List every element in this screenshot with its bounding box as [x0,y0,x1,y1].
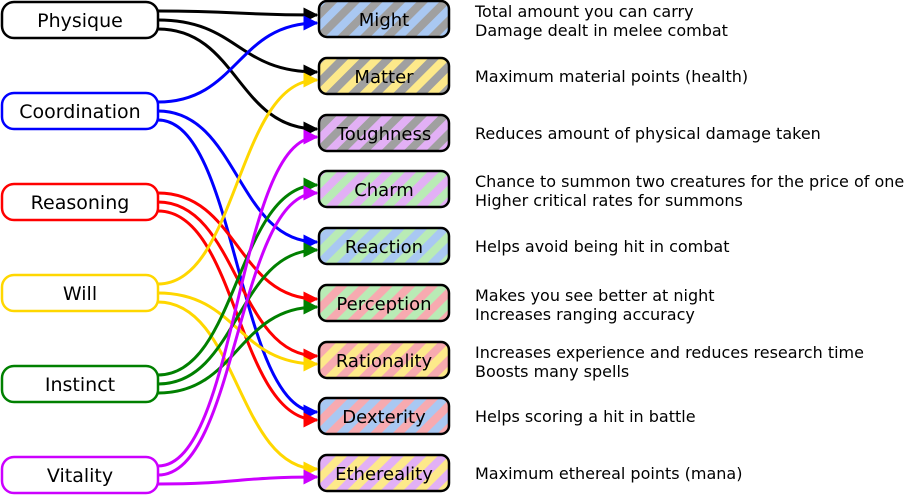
primary-node-vitality: Vitality [0,455,160,495]
primary-label: Instinct [45,374,115,396]
secondary-node-dexterity: Dexterity [317,396,451,436]
secondary-label: Charm [354,180,414,201]
primary-node-physique: Physique [0,0,160,40]
arrow-vitality-to-toughness [157,129,319,468]
secondary-node-might: Might [317,0,451,39]
secondary-node-toughness: Toughness [317,113,451,153]
primary-node-instinct: Instinct [0,364,160,404]
arrow-reasoning-to-perception [157,191,319,307]
primary-node-coordination: Coordination [0,91,160,131]
arrow-physique-to-might [157,7,319,23]
arrow-vitality-to-charm [157,185,319,477]
secondary-node-rationality: Rationality [317,340,451,380]
description-might-line-1: Total amount you can carry [474,2,694,21]
primary-node-reasoning: Reasoning [0,182,160,222]
secondary-node-perception: Perception [317,283,451,323]
secondary-node-reaction: Reaction [317,226,451,266]
secondary-node-ethereality: Ethereality [317,453,451,493]
description-might-line-2: Damage dealt in melee combat [475,21,728,40]
primary-label: Will [63,283,97,305]
secondary-attributes: MightMatterToughnessCharmReactionPercept… [317,0,451,493]
description-matter-line-1: Maximum material points (health) [475,67,748,86]
description-rationality-line-1: Increases experience and reduces researc… [475,343,864,362]
description-charm-line-1: Chance to summon two creatures for the p… [475,172,904,191]
description-perception-line-1: Makes you see better at night [475,286,715,305]
arrow-instinct-to-reaction [157,242,319,386]
connection-arrows [157,7,319,486]
arrow-physique-to-toughness [157,27,319,137]
secondary-label: Ethereality [335,464,433,485]
arrow-instinct-to-perception [157,299,319,395]
arrow-physique-to-matter [157,18,319,80]
primary-label: Reasoning [31,192,130,214]
description-toughness-line-1: Reduces amount of physical damage taken [475,124,821,143]
secondary-label: Perception [336,294,431,315]
secondary-label: Toughness [336,124,431,145]
arrow-coordination-to-might [157,15,319,104]
arrow-vitality-to-ethereality [157,469,319,486]
secondary-node-matter: Matter [317,56,451,96]
arrow-instinct-to-charm [157,177,319,377]
description-ethereality-line-1: Maximum ethereal points (mana) [475,464,742,483]
primary-label: Vitality [47,465,113,487]
description-dexterity-line-1: Helps scoring a hit in battle [475,407,696,426]
secondary-label: Reaction [345,237,423,258]
secondary-label: Might [359,10,409,31]
secondary-label: Matter [354,67,414,88]
primary-label: Physique [37,10,123,32]
primary-label: Coordination [19,101,140,123]
description-perception-line-2: Increases ranging accuracy [475,305,695,324]
arrow-will-to-ethereality [157,300,319,477]
arrow-will-to-matter [157,72,319,286]
description-charm-line-2: Higher critical rates for summons [475,191,743,210]
description-reaction-line-1: Helps avoid being hit in combat [475,237,730,256]
secondary-label: Rationality [336,351,433,372]
primary-node-will: Will [0,273,160,313]
description-rationality-line-2: Boosts many spells [475,362,629,381]
secondary-node-charm: Charm [317,169,451,209]
arrow-coordination-to-reaction [157,109,319,250]
secondary-label: Dexterity [342,407,426,428]
primary-attributes: PhysiqueCoordinationReasoningWillInstinc… [0,0,160,495]
arrow-coordination-to-dexterity [157,118,319,420]
